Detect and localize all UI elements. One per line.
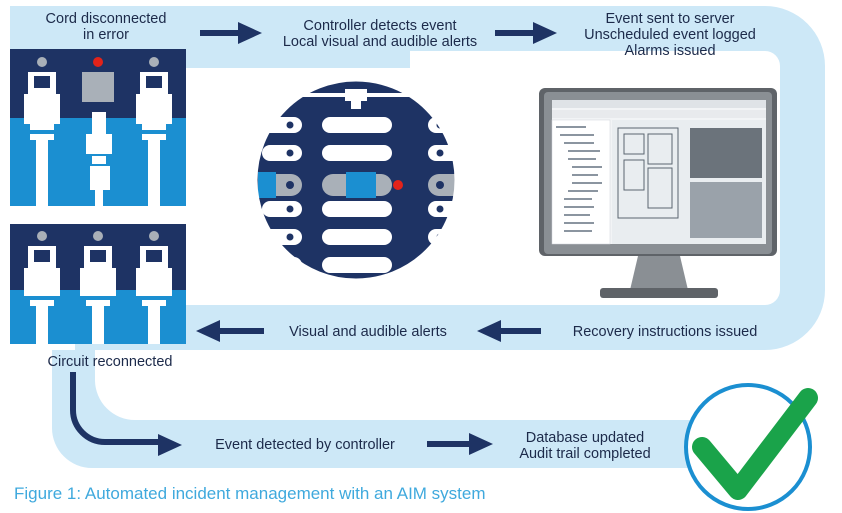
step-cord-disconnected-line2: in error bbox=[83, 27, 129, 43]
patch-panel-connected-icon bbox=[10, 224, 186, 344]
arrow-2 bbox=[495, 22, 557, 44]
label-circuit-reconnected: Circuit reconnected bbox=[47, 354, 173, 370]
flow-band-bottom bbox=[52, 350, 690, 468]
step-cord-disconnected-line1: Cord disconnected bbox=[45, 11, 167, 27]
step-controller-detects-line1: Controller detects event bbox=[303, 18, 457, 34]
step-event-sent-line1: Event sent to server bbox=[605, 11, 735, 27]
figure-caption: Figure 1: Automated incident management … bbox=[14, 484, 486, 503]
step-cord-disconnected: Cord disconnected in error bbox=[36, 11, 176, 43]
step-event-detected: Event detected by controller bbox=[215, 437, 395, 453]
step-event-sent-line3: Alarms issued bbox=[624, 43, 716, 59]
patch-panel-disconnected-icon bbox=[10, 49, 186, 206]
arrow-1 bbox=[200, 22, 262, 44]
step-database-updated: Database updated Audit trail completed bbox=[490, 430, 680, 462]
step-visual-audible-alerts: Visual and audible alerts bbox=[289, 324, 447, 340]
step-recovery-instructions: Recovery instructions issued bbox=[572, 324, 758, 340]
step-controller-detects: Controller detects event Local visual an… bbox=[260, 18, 500, 50]
monitor-icon bbox=[539, 88, 777, 298]
step-event-sent-line2: Unscheduled event logged bbox=[584, 27, 756, 43]
arrow-5 bbox=[70, 372, 160, 445]
arrow-4 bbox=[196, 320, 264, 342]
arrow-6 bbox=[427, 433, 493, 455]
checkmark-icon bbox=[684, 383, 818, 511]
step-database-updated-line1: Database updated bbox=[525, 430, 645, 446]
step-database-updated-line2: Audit trail completed bbox=[519, 446, 651, 462]
arrow-3 bbox=[477, 320, 541, 342]
step-event-sent: Event sent to server Unscheduled event l… bbox=[555, 11, 785, 59]
controller-panel-icon bbox=[256, 80, 456, 280]
step-controller-detects-line2: Local visual and audible alerts bbox=[282, 34, 478, 50]
